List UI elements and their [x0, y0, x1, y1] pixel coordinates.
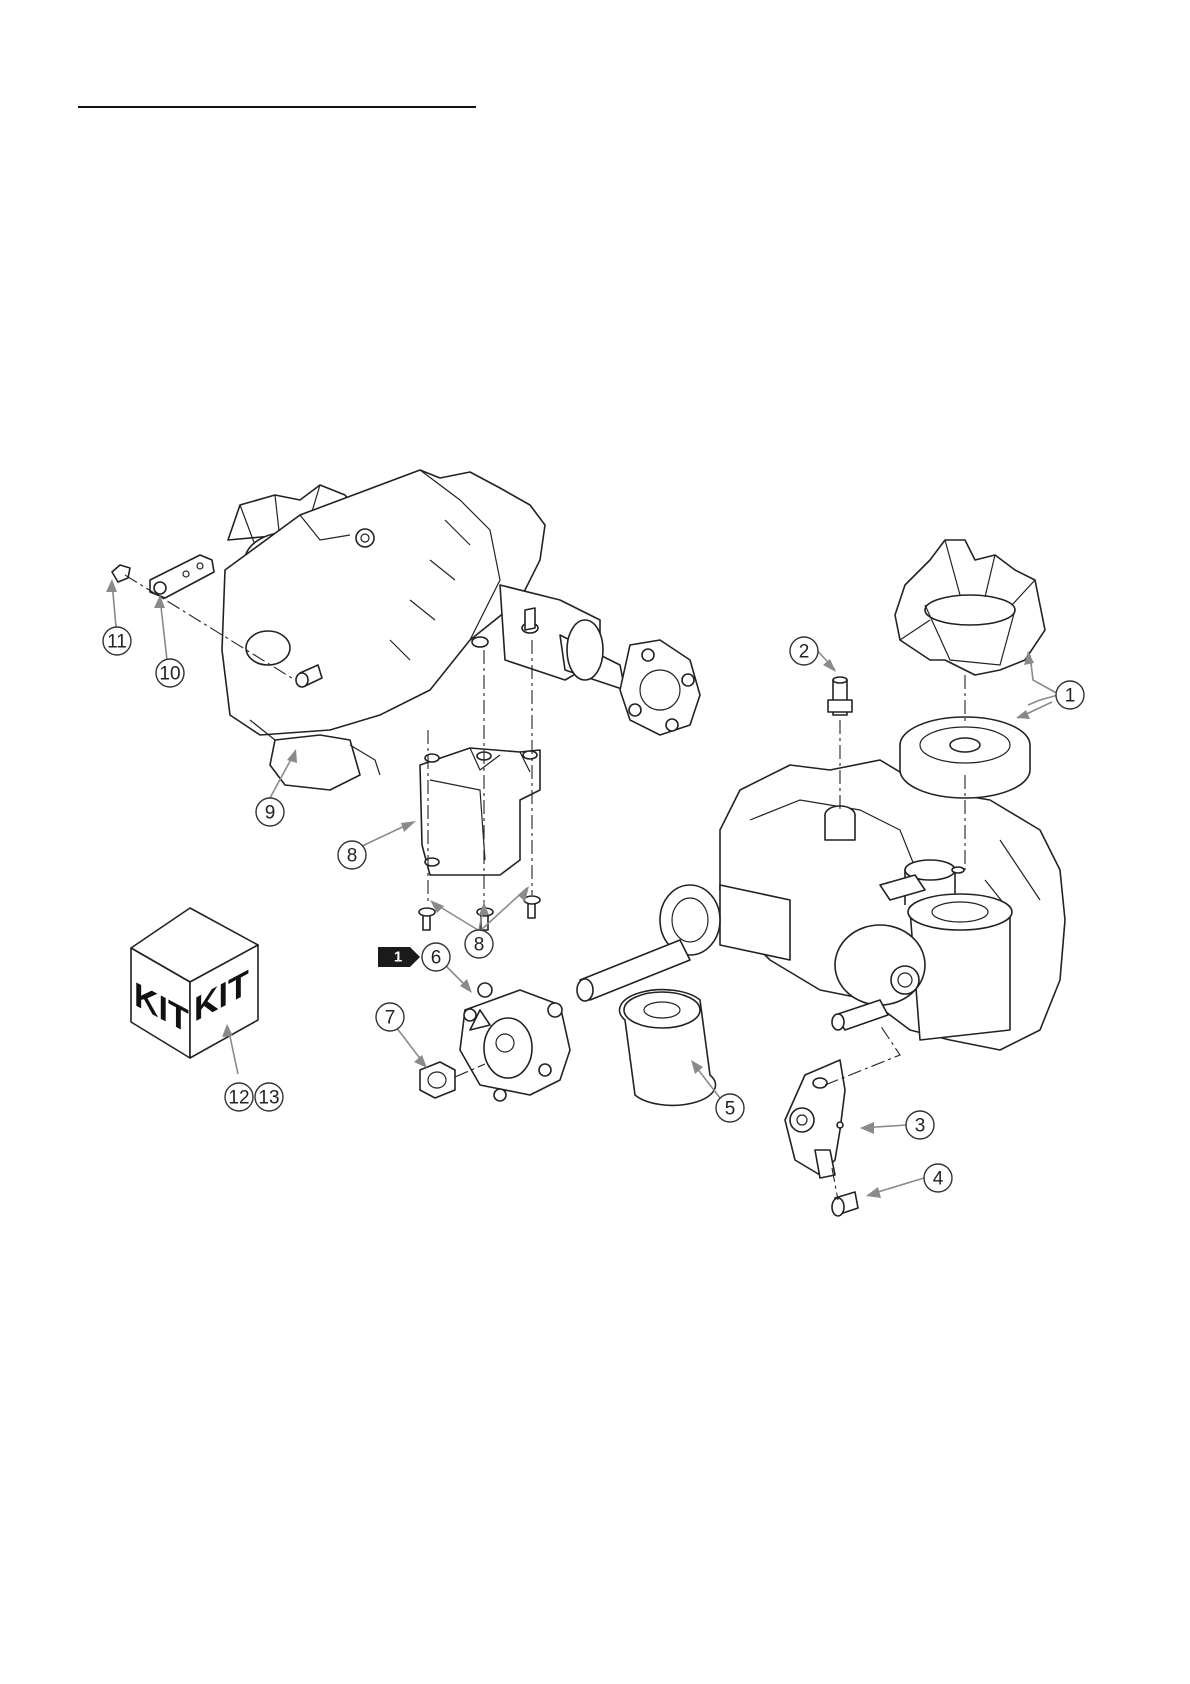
- callout-7: 7: [376, 1003, 404, 1031]
- svg-text:7: 7: [385, 1008, 396, 1029]
- shield-bracket: [420, 748, 540, 875]
- svg-text:12: 12: [228, 1088, 249, 1109]
- badge-label: 1: [394, 949, 402, 966]
- callout-8a: 8: [338, 841, 366, 869]
- left-transaxle-housing: [222, 470, 700, 790]
- callout-11: 11: [103, 627, 131, 655]
- kit-box: KIT KIT: [131, 908, 258, 1058]
- clevis-pin: [832, 1192, 858, 1216]
- callout-3: 3: [906, 1111, 934, 1139]
- retaining-clip: [112, 565, 130, 582]
- svg-text:10: 10: [159, 664, 180, 685]
- callout-5: 5: [716, 1094, 744, 1122]
- cooling-fan: [895, 540, 1045, 675]
- svg-text:8: 8: [347, 846, 358, 867]
- callout-10: 10: [156, 659, 184, 687]
- svg-text:8: 8: [474, 935, 485, 956]
- control-arm: [150, 555, 214, 598]
- control-lever: [785, 1060, 845, 1178]
- reference-badge: 1: [378, 947, 420, 967]
- svg-text:4: 4: [933, 1169, 944, 1190]
- callout-2: 2: [790, 637, 818, 665]
- svg-text:5: 5: [725, 1099, 736, 1120]
- svg-text:6: 6: [431, 948, 442, 969]
- callout-6: 6: [422, 943, 450, 971]
- callout-8b: 8: [465, 930, 493, 958]
- svg-text:9: 9: [265, 803, 276, 824]
- svg-text:11: 11: [107, 632, 127, 653]
- callout-13: 13: [255, 1083, 283, 1111]
- svg-text:2: 2: [799, 642, 810, 663]
- bushing: [619, 990, 715, 1106]
- callout-1a: 1: [1056, 681, 1084, 709]
- svg-text:3: 3: [915, 1116, 926, 1137]
- hex-nut: [420, 1062, 455, 1098]
- callout-4: 4: [924, 1164, 952, 1192]
- right-transaxle-housing: [660, 760, 1065, 1050]
- callout-12: 12: [225, 1083, 253, 1111]
- svg-text:1: 1: [1065, 686, 1076, 707]
- wheel-hub: [460, 983, 570, 1101]
- callout-9: 9: [256, 798, 284, 826]
- breather-fitting: [828, 677, 852, 715]
- svg-text:13: 13: [258, 1088, 279, 1109]
